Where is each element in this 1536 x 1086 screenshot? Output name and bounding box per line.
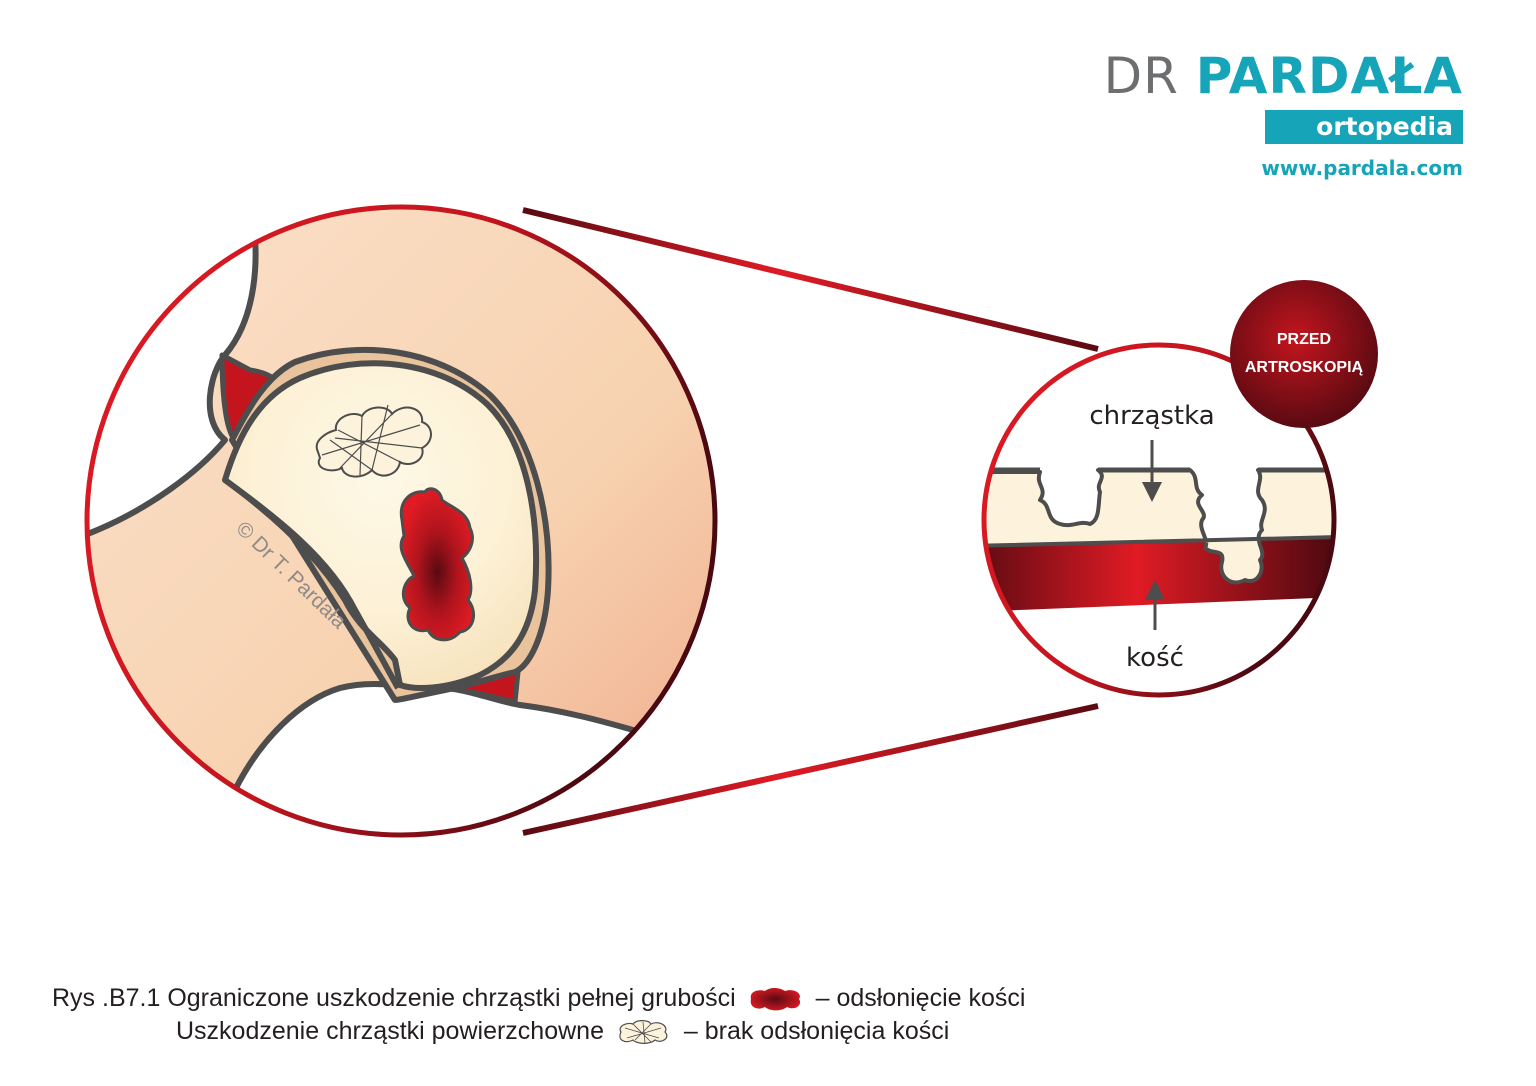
badge-line1: PRZED: [1277, 331, 1331, 348]
badge-line2: ARTROSKOPIĄ: [1245, 359, 1364, 376]
brand-surname: PARDAŁA: [1195, 47, 1463, 105]
zoom-connector-top: [522, 207, 1099, 352]
brand-tagline: ortopedia: [1316, 112, 1453, 141]
cross-section-view: chrząstka kość: [981, 342, 1337, 698]
before-arthroscopy-badge: PRZED ARTROSKOPIĄ: [1230, 280, 1378, 428]
arrow-up-icon: [1145, 580, 1165, 600]
arrow-down-icon: [1142, 482, 1162, 502]
brand-url[interactable]: www.pardala.com: [1261, 156, 1463, 180]
caption-line1-suffix: – odsłonięcie kości: [815, 984, 1026, 1012]
cartilage-label: chrząstka: [1089, 401, 1214, 431]
zoom-connector-bottom: [522, 703, 1099, 836]
knee-magnified-view: © Dr T. Pardała: [84, 204, 718, 838]
caption-line2-prefix: Uszkodzenie chrząstki powierzchowne: [176, 1017, 604, 1045]
figure-caption: Rys .B7.1 Ograniczone uszkodzenie chrząs…: [52, 982, 1512, 1048]
brand-prefix: DR: [1103, 47, 1179, 105]
superficial-lesion: [315, 404, 432, 478]
full-thickness-defect: [399, 487, 476, 642]
full-thickness-swatch-icon: [750, 988, 800, 1011]
cartilage-layer: [984, 468, 1334, 585]
caption-line1-prefix: Rys .B7.1 Ograniczone uszkodzenie chrząs…: [52, 984, 736, 1012]
bone-label: kość: [1126, 643, 1184, 673]
superficial-swatch-icon: [619, 1020, 668, 1045]
brand-tagline-bar: ortopedia: [1265, 110, 1463, 144]
brand-logo: DR PARDAŁA ortopedia www.pardala.com: [1103, 47, 1463, 180]
caption-line2-suffix: – brak odsłonięcia kości: [683, 1017, 950, 1045]
